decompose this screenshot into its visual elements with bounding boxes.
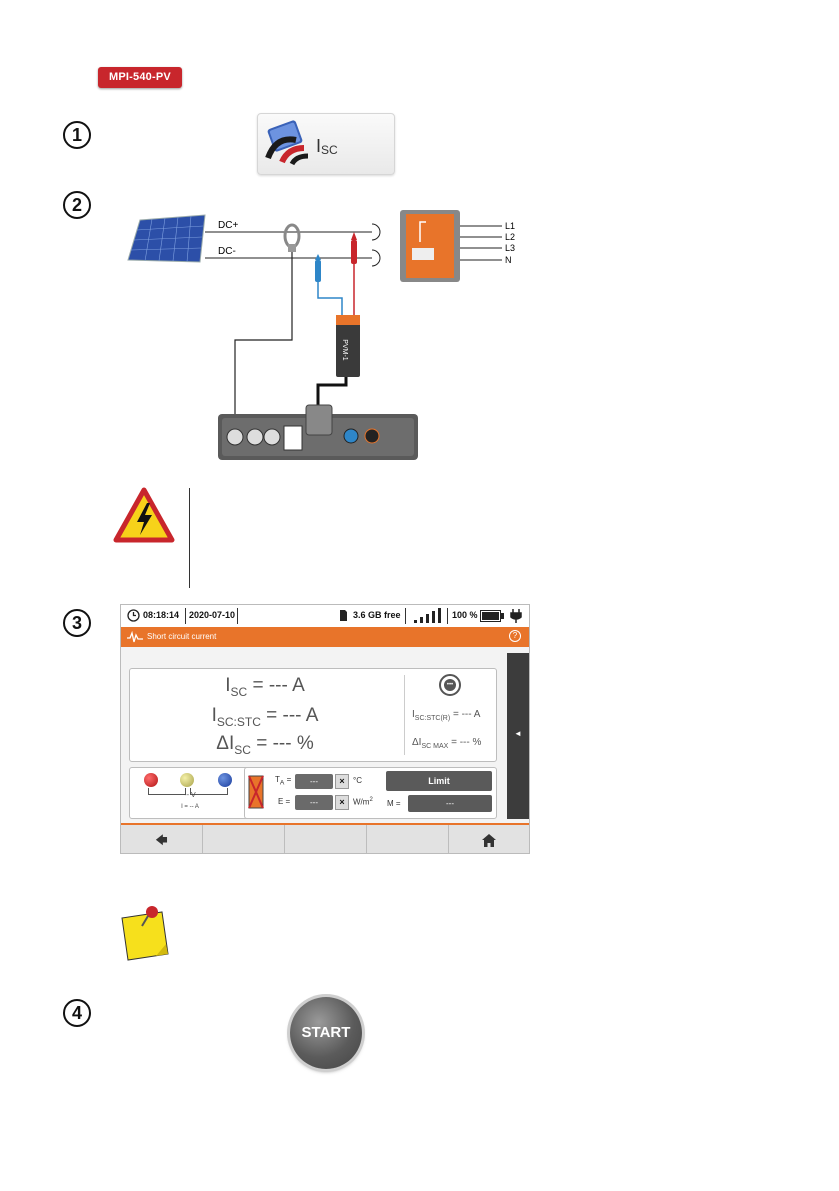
m-label: M =: [387, 799, 401, 808]
signal-icon: [413, 608, 443, 624]
m-input[interactable]: ---: [408, 795, 492, 812]
dc-plus-label: DC+: [218, 220, 238, 231]
step-2-marker: 2: [63, 191, 91, 219]
status-bar: 08:18:14 2020-07-10 3.6 GB free 100 %: [121, 605, 529, 627]
yellow-probe-dot-icon: [180, 773, 194, 787]
status-storage: 3.6 GB free: [353, 610, 401, 620]
isc-stc-result: ISC:STC = --- A: [130, 705, 400, 729]
ta-label: TA =: [275, 775, 291, 787]
help-icon[interactable]: ?: [509, 630, 521, 642]
back-arrow-icon: 🡄: [155, 833, 167, 847]
home-icon: [482, 834, 496, 847]
svg-text:L2: L2: [505, 232, 515, 242]
current-clamp-icon: [285, 225, 299, 252]
delta-isc-max-result: ΔISC MAX = --- %: [412, 737, 481, 750]
home-button[interactable]: [449, 825, 529, 854]
conditions-panel: TA = --- × °C E = --- × W/m2 Limit M = -…: [244, 767, 497, 819]
distribution-box-icon: [400, 210, 460, 282]
back-button[interactable]: 🡄: [121, 825, 203, 854]
isc-measurement-button[interactable]: ISC: [257, 113, 395, 175]
isc-button-label: ISC: [316, 136, 338, 157]
e-clear-button[interactable]: ×: [335, 795, 349, 810]
model-badge: MPI-540-PV: [98, 67, 182, 88]
battery-icon: [480, 610, 504, 622]
connection-diagram: DC+ DC- PVM-1: [110, 200, 530, 465]
sd-card-icon: [339, 609, 348, 622]
svg-text:PVM-1: PVM-1: [341, 339, 348, 361]
screen-title: Short circuit current: [147, 632, 216, 641]
e-unit: W/m2: [353, 797, 373, 807]
status-indicator-icon: •••: [439, 674, 461, 696]
svg-text:N: N: [505, 255, 512, 265]
ta-unit: °C: [353, 776, 362, 785]
blue-probe-icon: [315, 254, 321, 282]
warning-divider: [189, 488, 190, 588]
meter-device-icon: [218, 405, 418, 460]
bottom-toolbar: 🡄: [121, 823, 529, 854]
red-probe-icon: [351, 232, 357, 264]
ta-input[interactable]: ---: [295, 774, 333, 789]
svg-text:L3: L3: [505, 243, 515, 253]
probe-voltage: -- V: [170, 792, 210, 799]
solar-panel-icon: [128, 215, 205, 262]
side-panel-toggle[interactable]: ◄: [507, 653, 529, 819]
note-pin-icon: [116, 906, 174, 964]
start-button[interactable]: START: [290, 997, 362, 1069]
e-input[interactable]: ---: [295, 795, 333, 810]
e-label: E =: [278, 797, 290, 806]
isc-result: ISC = --- A: [130, 675, 400, 699]
pv-clamp-icon: [262, 118, 314, 170]
results-panel: ISC = --- A ISC:STC = --- A ΔISC = --- %…: [129, 668, 497, 762]
toolbar-slot-4[interactable]: [367, 825, 449, 854]
status-date: 2020-07-10: [189, 610, 235, 620]
delta-isc-result: ΔISC = --- %: [130, 733, 400, 757]
toolbar-slot-2[interactable]: [203, 825, 285, 854]
probe-current: I = -- A: [162, 804, 218, 810]
svg-text:L1: L1: [505, 221, 515, 231]
limit-button[interactable]: Limit: [386, 771, 492, 791]
step-1-marker: 1: [63, 121, 91, 149]
title-bar: Short circuit current ?: [121, 627, 529, 647]
clock-icon: [127, 609, 140, 622]
status-time: 08:18:14: [143, 610, 179, 620]
power-plug-icon: [510, 609, 522, 623]
step-3-marker: 3: [63, 609, 91, 637]
high-voltage-warning-icon: [113, 487, 175, 543]
ta-clear-button[interactable]: ×: [335, 774, 349, 789]
red-probe-dot-icon: [144, 773, 158, 787]
disconnected-sensor-icon: [248, 775, 264, 809]
toolbar-slot-3[interactable]: [285, 825, 367, 854]
isc-stc-r-result: ISC:STC(R) = --- A: [412, 709, 480, 722]
waveform-icon: [127, 631, 143, 643]
meter-screen: 08:18:14 2020-07-10 3.6 GB free 100 % Sh…: [120, 604, 530, 854]
pvm-adapter-icon: PVM-1: [336, 315, 360, 377]
step-4-marker: 4: [63, 999, 91, 1027]
status-battery-percent: 100 %: [452, 610, 478, 620]
blue-probe-dot-icon: [218, 773, 232, 787]
dc-minus-label: DC-: [218, 246, 236, 257]
